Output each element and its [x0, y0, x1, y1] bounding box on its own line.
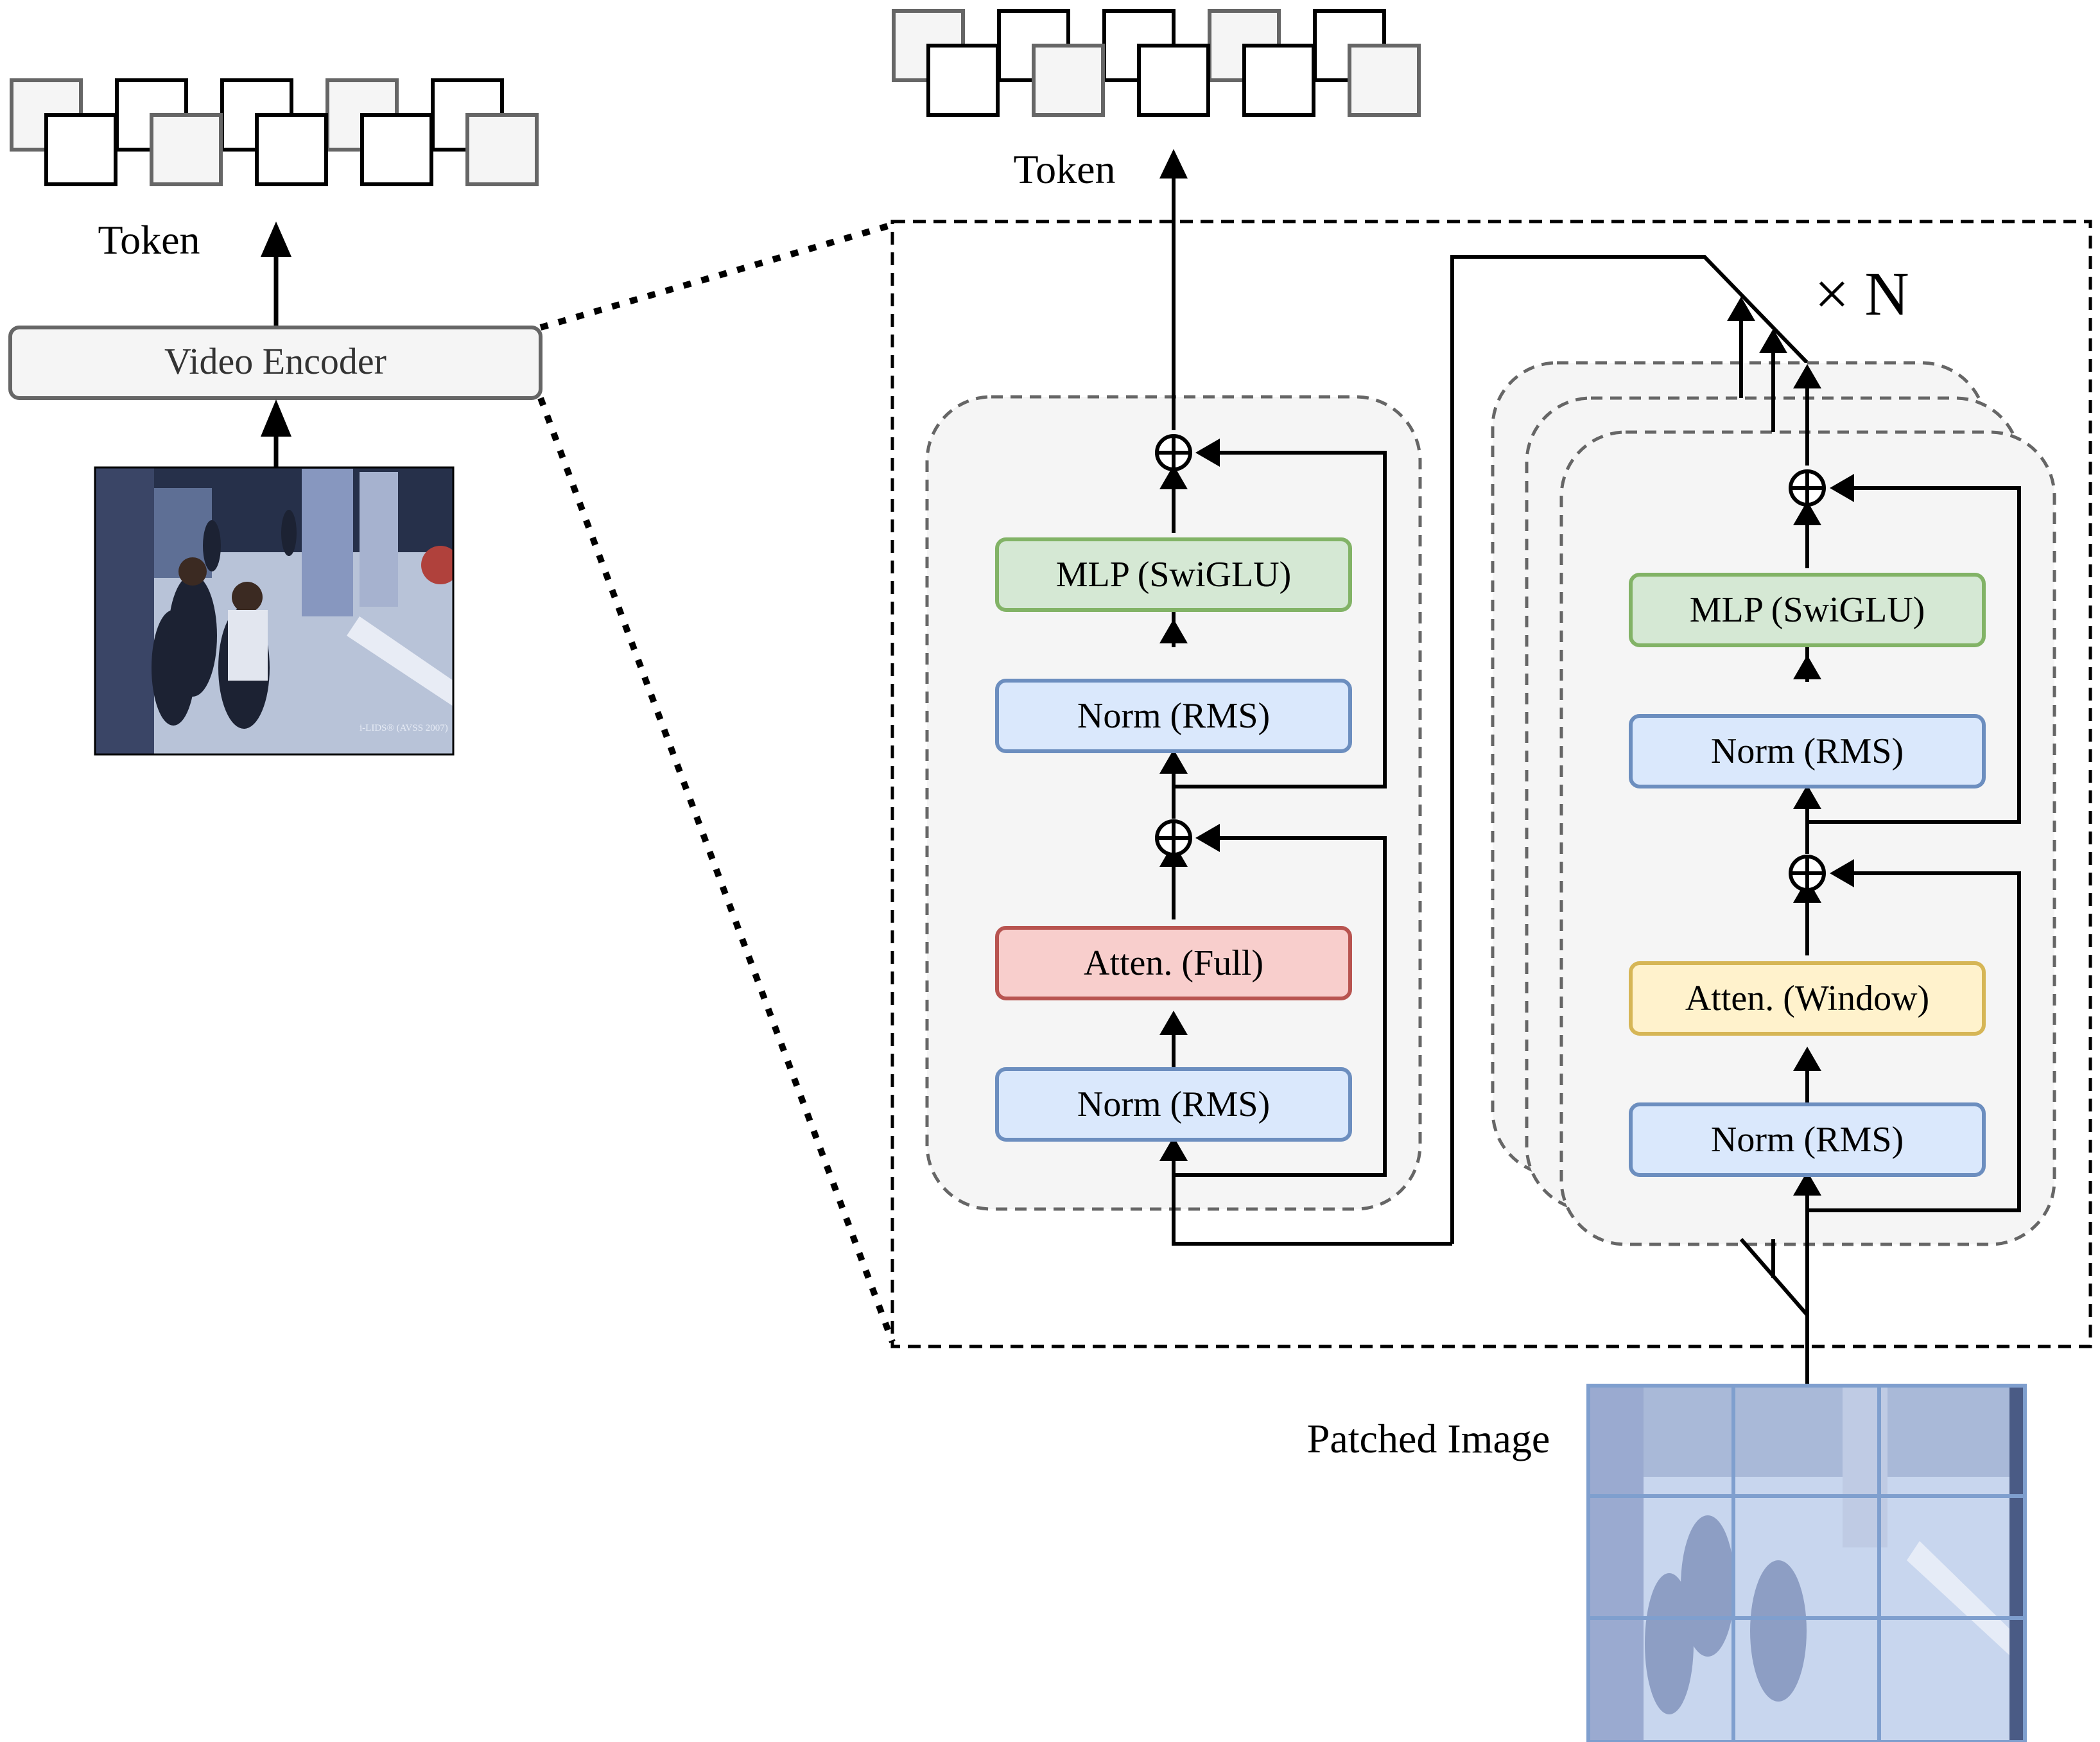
window-attention-box [1629, 961, 1986, 1036]
window-norm-top-box [1629, 714, 1986, 788]
window-norm-bottom-box [1629, 1102, 1986, 1177]
full-norm-top-box [995, 679, 1352, 753]
full-mlp-label: MLP (SwiGLU) [1056, 555, 1292, 595]
window-mlp-box [1629, 573, 1986, 647]
video-encoder-label: Video Encoder [164, 340, 386, 382]
window-mlp-label: MLP (SwiGLU) [1690, 590, 1925, 630]
token-label-left: Token [98, 217, 200, 263]
encoder-detail-frame [890, 220, 2092, 1348]
full-norm-bottom-label: Norm (RMS) [1077, 1084, 1270, 1124]
frame-watermark: i-LIDS® (AVSS 2007) [360, 723, 448, 733]
input-video-frame: i-LIDS® (AVSS 2007) [95, 467, 453, 754]
full-mlp-box [995, 537, 1352, 612]
patch-grid [1586, 1384, 2027, 1742]
token-label-top: Token [1013, 146, 1115, 192]
arrow-frame-to-encoder [261, 399, 291, 467]
window-norm-top-label: Norm (RMS) [1711, 731, 1904, 771]
input-video-frame-border [94, 466, 455, 756]
full-attention-label: Atten. (Full) [1084, 943, 1263, 983]
zoom-connector-lines [537, 222, 896, 1343]
full-attention-box [995, 926, 1352, 1000]
full-block-arrowheads [1159, 149, 1220, 1161]
full-norm-bottom-box [995, 1067, 1352, 1142]
video-encoder-box [8, 326, 542, 400]
window-block-arrowheads [1727, 297, 1854, 1196]
arrow-encoder-to-token [261, 222, 291, 326]
left-token-row [10, 78, 539, 186]
patched-image-label: Patched Image [1307, 1416, 1550, 1461]
patched-image [1588, 1386, 2025, 1742]
times-n-label: × N [1814, 259, 1909, 328]
window-attention-label: Atten. (Window) [1685, 979, 1929, 1018]
full-norm-top-label: Norm (RMS) [1077, 696, 1270, 736]
window-norm-bottom-label: Norm (RMS) [1711, 1120, 1904, 1160]
top-token-row [892, 9, 1421, 117]
